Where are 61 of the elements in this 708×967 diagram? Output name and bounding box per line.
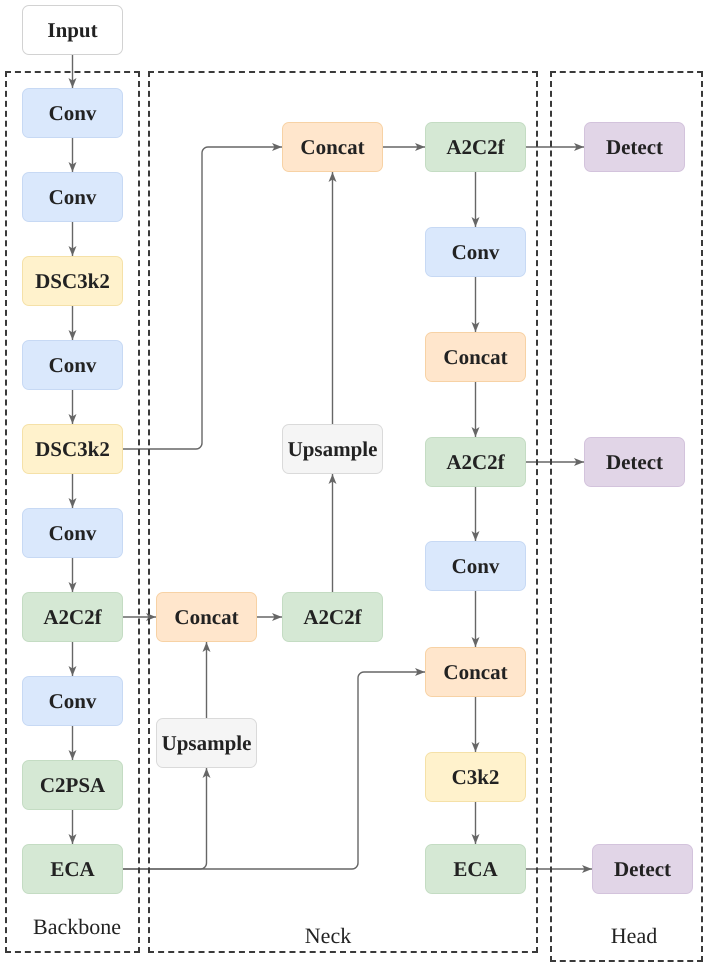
module-box: Conv [425, 227, 526, 277]
arrow [472, 382, 480, 437]
module-box: Concat [156, 592, 257, 642]
arrow [526, 865, 592, 873]
module-box: Conv [425, 541, 526, 591]
arrow [68, 55, 76, 88]
arrow [68, 726, 76, 760]
module-box: DSC3k2 [22, 424, 123, 474]
arrow [68, 222, 76, 256]
module-box: Conv [22, 676, 123, 726]
arrow [68, 306, 76, 340]
module-box: C3k2 [425, 752, 526, 802]
module-box: Detect [592, 844, 693, 894]
module-box: A2C2f [22, 592, 123, 642]
arrow [68, 558, 76, 592]
module-box: ECA [425, 844, 526, 894]
arrow [257, 613, 282, 621]
module-box: Upsample [156, 718, 257, 768]
arrow [68, 810, 76, 844]
module-box: A2C2f [425, 437, 526, 487]
arrow [123, 143, 282, 450]
arrow [472, 487, 480, 541]
dashed-region [550, 71, 703, 962]
arrow [68, 474, 76, 508]
arrow [123, 668, 425, 870]
arrow [202, 642, 210, 718]
arrow [472, 591, 480, 647]
arrow [526, 458, 584, 466]
module-box: Detect [584, 437, 685, 487]
module-box: C2PSA [22, 760, 123, 810]
arrow [123, 613, 156, 621]
module-box: A2C2f [425, 122, 526, 172]
arrow [472, 697, 480, 752]
module-box: Conv [22, 172, 123, 222]
arrow [68, 390, 76, 424]
dashed-region [5, 71, 140, 953]
module-box: Input [22, 5, 123, 55]
module-box: Detect [584, 122, 685, 172]
module-box: Conv [22, 340, 123, 390]
arrow [472, 802, 480, 844]
arrow [472, 172, 480, 227]
module-box: DSC3k2 [22, 256, 123, 306]
module-box: ECA [22, 844, 123, 894]
module-box: Concat [425, 332, 526, 382]
arrow [328, 474, 336, 592]
module-box: Conv [22, 88, 123, 138]
region-label: Backbone [33, 914, 121, 940]
arrow [472, 277, 480, 332]
arrow [68, 642, 76, 676]
region-label: Head [610, 923, 658, 949]
module-box: Concat [425, 647, 526, 697]
arrow [526, 143, 584, 151]
module-box: Concat [282, 122, 383, 172]
arrow [383, 143, 425, 151]
dashed-region [148, 71, 538, 953]
module-box: Upsample [282, 424, 383, 474]
arrow [328, 172, 336, 424]
module-box: Conv [22, 508, 123, 558]
arrow [68, 138, 76, 172]
region-label: Neck [304, 923, 352, 949]
module-box: A2C2f [282, 592, 383, 642]
